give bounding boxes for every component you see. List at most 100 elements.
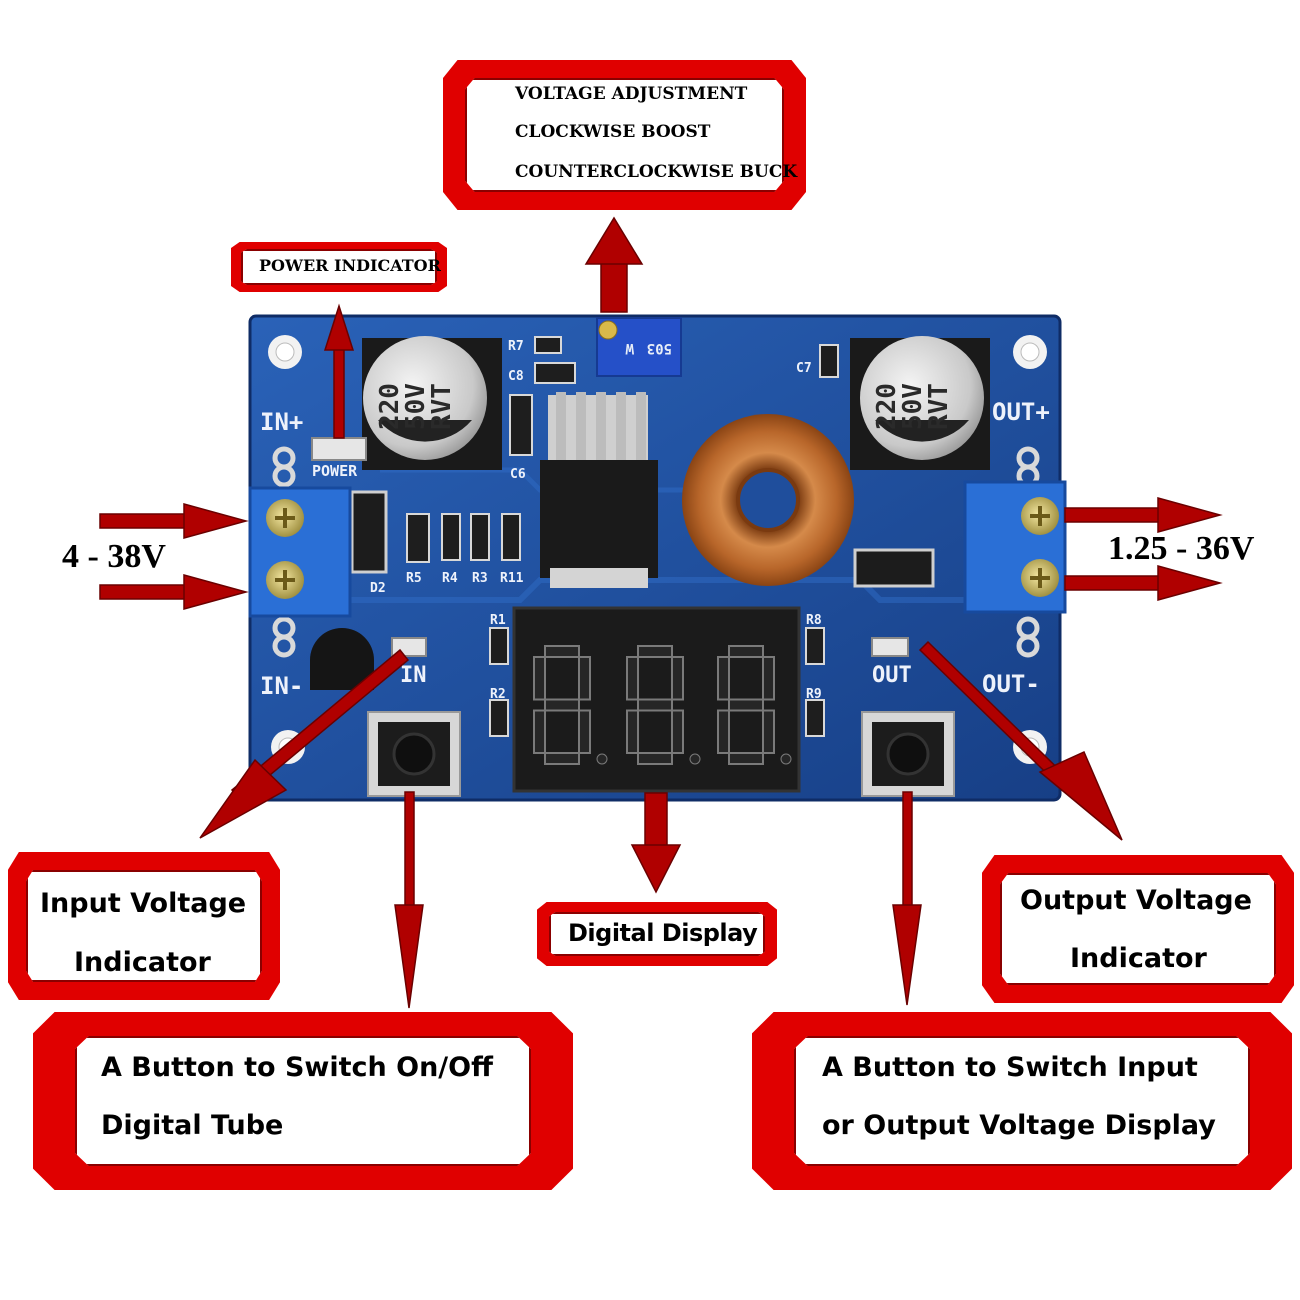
callout-output-voltage-indicator: Output Voltage Indicator (982, 855, 1294, 1003)
label-in-plus: IN+ (260, 408, 303, 436)
callout-onoff-button: A Button to Switch On/Off Digital Tube (33, 1012, 573, 1190)
ref-r2: R2 (490, 687, 506, 702)
input-voltage-range: 4 - 38V (62, 538, 166, 575)
pot-value: 503 (647, 340, 672, 356)
cap-left-brand: RVT (427, 383, 457, 430)
display-segment (717, 656, 730, 701)
decimal-point (689, 753, 701, 765)
input-capacitor (362, 336, 502, 470)
display-digit (533, 645, 608, 765)
switch-button-line1: A Button to Switch Input (822, 1052, 1198, 1083)
switch-button-line2: or Output Voltage Display (822, 1110, 1216, 1141)
display-digit (717, 645, 792, 765)
display-segment (728, 752, 764, 765)
ref-r5: R5 (406, 571, 422, 586)
display-digits (533, 645, 792, 765)
cap-right-value: 220 (872, 383, 902, 430)
arrow-switch-button (892, 791, 922, 1006)
arrow-input-indicator (199, 648, 410, 839)
arrow-digital-display (630, 792, 682, 894)
ref-c8: C8 (508, 369, 524, 384)
input-indicator-line2: Indicator (74, 947, 211, 978)
ref-r4: R4 (442, 571, 458, 586)
display-segment (671, 656, 684, 701)
display-segment (533, 656, 546, 701)
onoff-button-line1: A Button to Switch On/Off (101, 1052, 493, 1083)
display-segment (762, 709, 775, 754)
decimal-point (596, 753, 608, 765)
arrow-onoff-button (394, 791, 424, 1009)
cap-left-value: 220 (375, 383, 405, 430)
output-terminal[interactable] (963, 480, 1067, 614)
display-segment (533, 709, 546, 754)
label-out-plus: OUT+ (992, 398, 1050, 426)
ref-r1: R1 (490, 613, 506, 628)
digital-display-label: Digital Display (568, 919, 758, 947)
callout-digital-display: Digital Display (537, 902, 777, 966)
display-segment (728, 698, 764, 712)
display-digit (626, 645, 701, 765)
voltage-adjustment-line2: CLOCKWISE BOOST (515, 122, 711, 142)
arrow-input-upper (99, 503, 249, 539)
voltage-adjustment-line3: COUNTERCLOCKWISE BUCK (515, 162, 798, 182)
ref-c7: C7 (796, 361, 812, 376)
display-segment (717, 709, 730, 754)
ref-r7: R7 (508, 339, 524, 354)
onoff-button-line2: Digital Tube (101, 1110, 284, 1141)
label-in-minus: IN- (260, 672, 303, 700)
mounting-hole (268, 335, 302, 369)
display-segment (728, 645, 764, 658)
cap-right-voltage: 50V (898, 383, 928, 430)
display-segment (578, 656, 591, 701)
ref-r3: R3 (472, 571, 488, 586)
decimal-point (780, 753, 792, 765)
cap-left-voltage: 50V (401, 383, 431, 430)
display-segment (637, 752, 673, 765)
arrow-output-lower (1064, 565, 1223, 601)
display-segment (671, 709, 684, 754)
mounting-hole (1013, 335, 1047, 369)
callout-switch-display-button: A Button to Switch Input or Output Volta… (752, 1012, 1292, 1190)
pot-mark: W (625, 340, 634, 356)
regulator-ic (540, 392, 658, 588)
arrow-input-lower (99, 574, 249, 610)
display-segment (762, 656, 775, 701)
label-power-led: POWER (312, 462, 358, 480)
output-voltage-range: 1.25 - 36V (1108, 530, 1255, 567)
ref-c6: C6 (510, 467, 526, 482)
ref-r8: R8 (806, 613, 822, 628)
output-capacitor (850, 336, 990, 470)
display-segment (578, 709, 591, 754)
display-segment (544, 645, 580, 658)
voltage-potentiometer[interactable] (596, 317, 682, 377)
display-segment (544, 698, 580, 712)
display-switch-tactile-button[interactable] (861, 711, 955, 797)
input-indicator-line1: Input Voltage (40, 888, 247, 919)
output-indicator-line2: Indicator (1070, 943, 1207, 974)
callout-power-indicator: POWER INDICATOR (231, 242, 447, 292)
arrow-output-upper (1064, 497, 1223, 533)
cap-right-brand: RVT (924, 383, 954, 430)
label-out-minus: OUT- (982, 670, 1040, 698)
toroid-inductor (682, 414, 854, 586)
display-segment (626, 656, 639, 701)
onoff-tactile-button[interactable] (367, 711, 461, 797)
ref-d2: D2 (370, 581, 386, 596)
power-indicator-label: POWER INDICATOR (259, 256, 441, 275)
voltage-adjustment-line1: VOLTAGE ADJUSTMENT (515, 84, 748, 104)
label-in-led: IN (400, 663, 427, 688)
input-terminal[interactable] (248, 486, 352, 618)
display-segment (637, 698, 673, 712)
callout-voltage-adjustment: VOLTAGE ADJUSTMENT CLOCKWISE BOOST COUNT… (443, 60, 806, 210)
output-indicator-line1: Output Voltage (1020, 885, 1252, 916)
label-out-led: OUT (872, 663, 912, 688)
display-segment (626, 709, 639, 754)
ref-r11: R11 (500, 571, 524, 586)
ref-r9: R9 (806, 687, 822, 702)
arrow-voltage-adjustment (584, 216, 644, 313)
display-segment (544, 752, 580, 765)
display-segment (637, 645, 673, 658)
arrow-power-indicator (323, 303, 355, 439)
